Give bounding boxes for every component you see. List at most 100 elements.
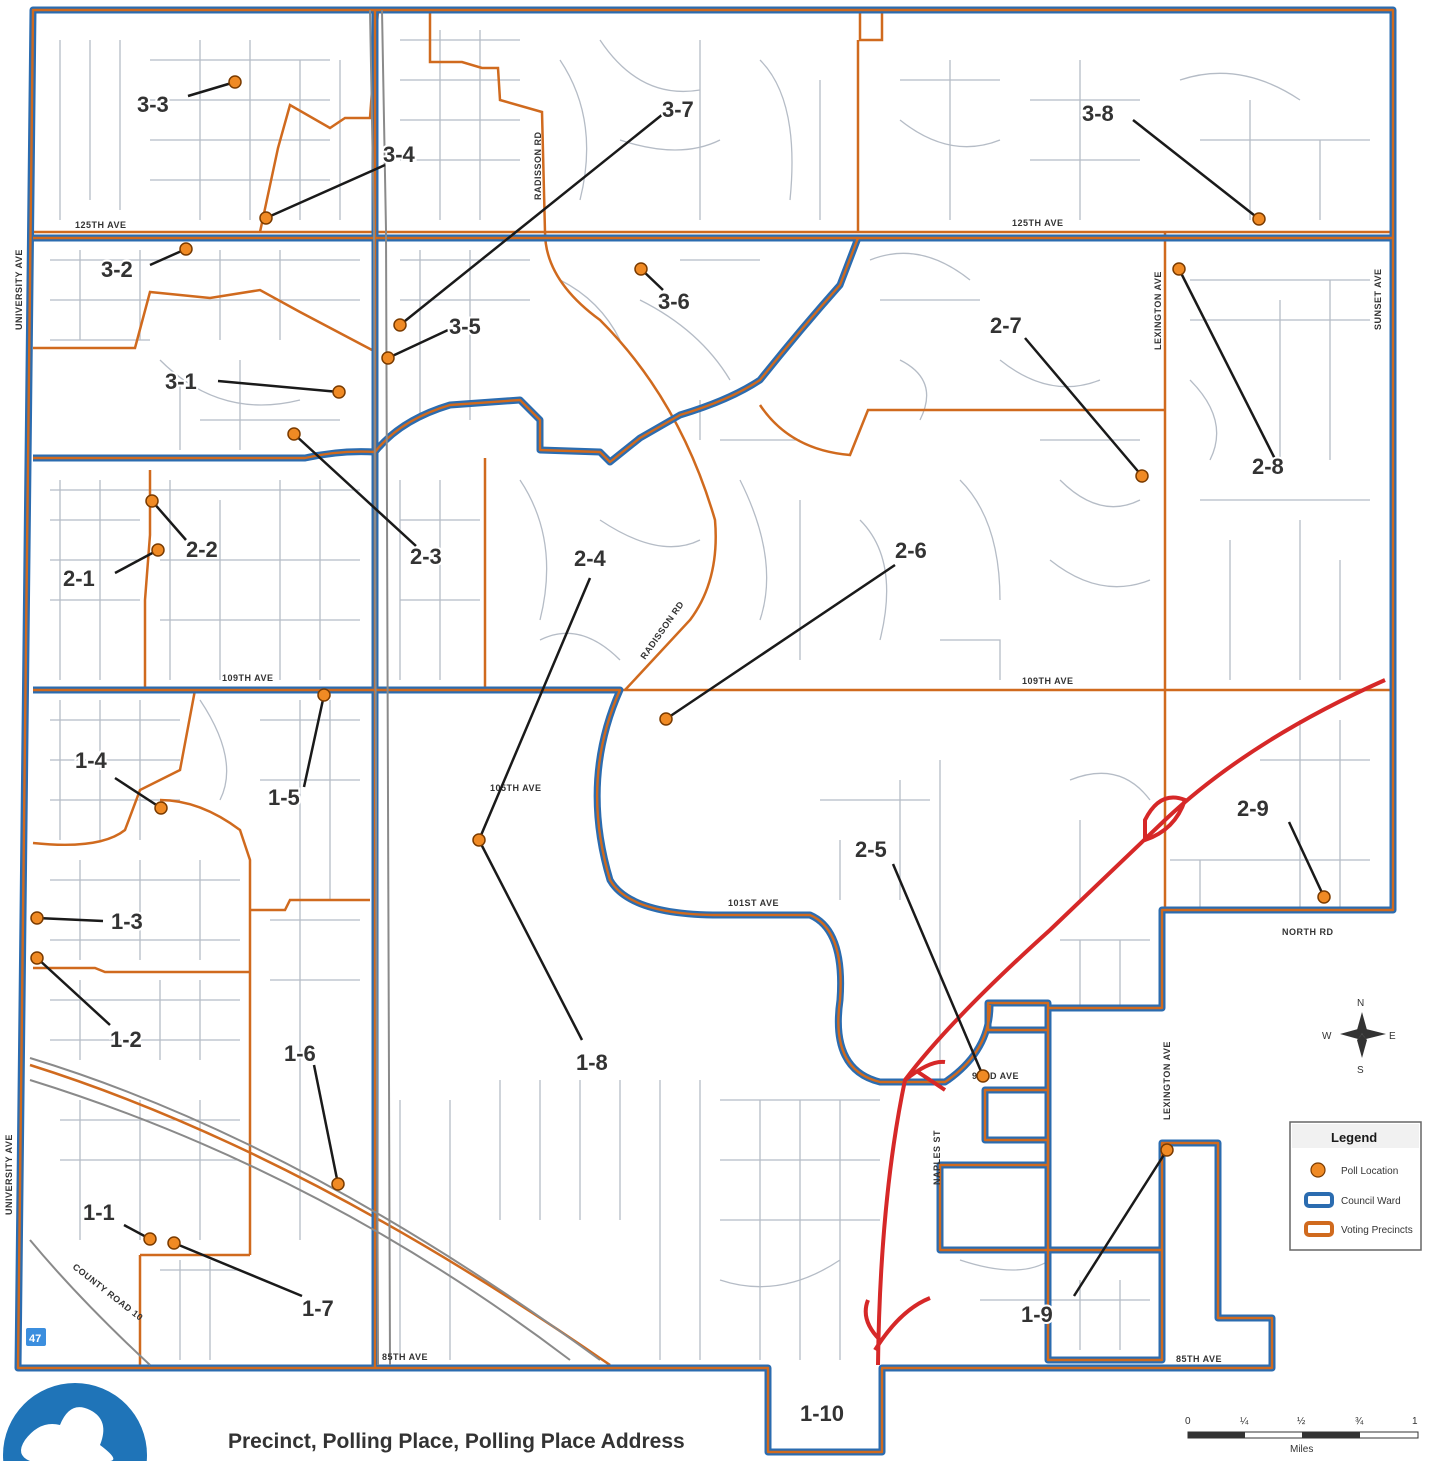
precinct-label: 2-3 xyxy=(410,544,442,569)
legend-precinct-icon xyxy=(1304,1221,1334,1237)
precinct-label: 1-8 xyxy=(576,1050,608,1075)
poll-location-1-5 xyxy=(317,688,331,702)
poll-location-2-5 xyxy=(976,1069,990,1083)
route-47-label: 47 xyxy=(29,1333,41,1345)
precinct-label: 1-9 xyxy=(1021,1302,1053,1327)
legend-poll-icon xyxy=(1310,1162,1326,1178)
poll-location-1-7 xyxy=(167,1236,181,1250)
street-85th-east: 85TH AVE xyxy=(1176,1354,1222,1364)
poll-locations xyxy=(30,75,1331,1250)
scale-bar: 0 ¼ ½ ¾ 1 Miles xyxy=(1185,1415,1419,1455)
poll-location-1-4 xyxy=(154,801,168,815)
poll-location-3-3 xyxy=(228,75,242,89)
precinct-label: 2-2 xyxy=(186,537,218,562)
compass-w: W xyxy=(1322,1031,1332,1042)
precinct-label: 1-4 xyxy=(75,748,108,773)
legend-item-label: Poll Location xyxy=(1341,1166,1398,1177)
poll-location-2-3 xyxy=(287,427,301,441)
street-125th-west: 125TH AVE xyxy=(75,220,127,230)
street-university-north: UNIVERSITY AVE xyxy=(14,249,24,330)
legend-title: Legend xyxy=(1331,1130,1377,1145)
highway xyxy=(863,678,1386,1366)
street-county-road-10: COUNTY ROAD 10 xyxy=(71,1262,145,1323)
poll-location-1-9 xyxy=(1160,1143,1174,1157)
compass-e: E xyxy=(1389,1031,1396,1042)
precinct-label: 1-3 xyxy=(111,909,143,934)
poll-location-2-7 xyxy=(1135,469,1149,483)
precinct-label: 2-5 xyxy=(855,837,887,862)
poll-location-2-6 xyxy=(659,712,673,726)
poll-location-3-7 xyxy=(393,318,407,332)
precinct-label: 2-4 xyxy=(574,546,607,571)
local-streets xyxy=(50,30,1370,1360)
council-ward-boundaries xyxy=(14,6,1397,1456)
street-lexington-north: LEXINGTON AVE xyxy=(1153,271,1163,350)
street-labels: 125TH AVE 125TH AVE 109TH AVE 109TH AVE … xyxy=(4,131,1383,1364)
legend-ward-icon xyxy=(1304,1192,1334,1208)
precinct-label: 2-9 xyxy=(1237,796,1269,821)
poll-location-2-2 xyxy=(145,494,159,508)
route-47-badge: 47 xyxy=(26,1328,46,1346)
street-lexington-south: LEXINGTON AVE xyxy=(1162,1041,1172,1120)
compass-n: N xyxy=(1357,998,1364,1009)
poll-location-2-1 xyxy=(151,543,165,557)
street-radisson-north: RADISSON RD xyxy=(533,131,543,200)
poll-location-3-4 xyxy=(259,211,273,225)
precinct-label: 1-5 xyxy=(268,785,300,810)
precinct-label: 3-3 xyxy=(137,92,169,117)
poll-location-2-8 xyxy=(1172,262,1186,276)
precinct-label: 3-5 xyxy=(449,314,481,339)
poll-location-3-2 xyxy=(179,242,193,256)
street-109th-east: 109TH AVE xyxy=(1022,676,1074,686)
scale-tick: ¾ xyxy=(1355,1416,1364,1427)
precinct-label: 2-8 xyxy=(1252,454,1284,479)
street-sunset: SUNSET AVE xyxy=(1373,268,1383,330)
legend-item-label: Council Ward xyxy=(1341,1196,1401,1207)
scale-tick: ½ xyxy=(1297,1416,1306,1427)
scale-tick: 0 xyxy=(1185,1416,1191,1427)
scale-unit: Miles xyxy=(1290,1444,1313,1455)
poll-location-1-2 xyxy=(30,951,44,965)
poll-location-2-9 xyxy=(1317,890,1331,904)
precinct-label: 1-7 xyxy=(302,1296,334,1321)
poll-location-1-6 xyxy=(331,1177,345,1191)
railway xyxy=(29,9,601,1366)
street-105th: 105TH AVE xyxy=(490,783,542,793)
poll-location-3-1 xyxy=(332,385,346,399)
precinct-label: 1-2 xyxy=(110,1027,142,1052)
street-university-south: UNIVERSITY AVE xyxy=(4,1134,14,1215)
leader-lines xyxy=(36,80,1326,1298)
poll-location-3-5 xyxy=(381,351,395,365)
city-logo xyxy=(3,1383,147,1461)
street-85th-west: 85TH AVE xyxy=(382,1352,428,1362)
street-101st: 101ST AVE xyxy=(728,898,779,908)
street-93rd: 93RD AVE xyxy=(972,1071,1019,1081)
precinct-labels: 3-3 3-4 3-7 3-8 3-2 3-6 3-5 2-7 3-1 2-8 … xyxy=(61,90,1286,1428)
poll-location-1-3 xyxy=(30,911,44,925)
street-naples: NAPLES ST xyxy=(932,1130,942,1185)
poll-location-2-4 xyxy=(472,833,486,847)
legend-item-label: Voting Precincts xyxy=(1341,1225,1413,1236)
precinct-label: 1-1 xyxy=(83,1200,115,1225)
compass-s: S xyxy=(1357,1065,1364,1076)
poll-location-3-6 xyxy=(634,262,648,276)
compass-rose: N S E W xyxy=(1322,998,1396,1076)
scale-tick: 1 xyxy=(1412,1416,1418,1427)
street-109th-west: 109TH AVE xyxy=(222,673,274,683)
precinct-label: 3-6 xyxy=(658,289,690,314)
precinct-label: 2-1 xyxy=(63,566,95,591)
precinct-label: 3-4 xyxy=(383,142,416,167)
street-125th-east: 125TH AVE xyxy=(1012,218,1064,228)
legend: Legend Poll Location Council Ward Voting… xyxy=(1289,1121,1422,1251)
scale-tick: ¼ xyxy=(1240,1415,1249,1427)
precinct-label: 1-10 xyxy=(800,1401,844,1426)
poll-location-1-1 xyxy=(143,1232,157,1246)
precinct-label: 3-7 xyxy=(662,97,694,122)
precinct-label: 3-1 xyxy=(165,369,197,394)
poll-location-3-8 xyxy=(1252,212,1266,226)
precinct-label: 2-6 xyxy=(895,538,927,563)
street-north-rd: NORTH RD xyxy=(1282,927,1334,937)
precinct-label: 3-2 xyxy=(101,257,133,282)
precinct-label: 2-7 xyxy=(990,313,1022,338)
